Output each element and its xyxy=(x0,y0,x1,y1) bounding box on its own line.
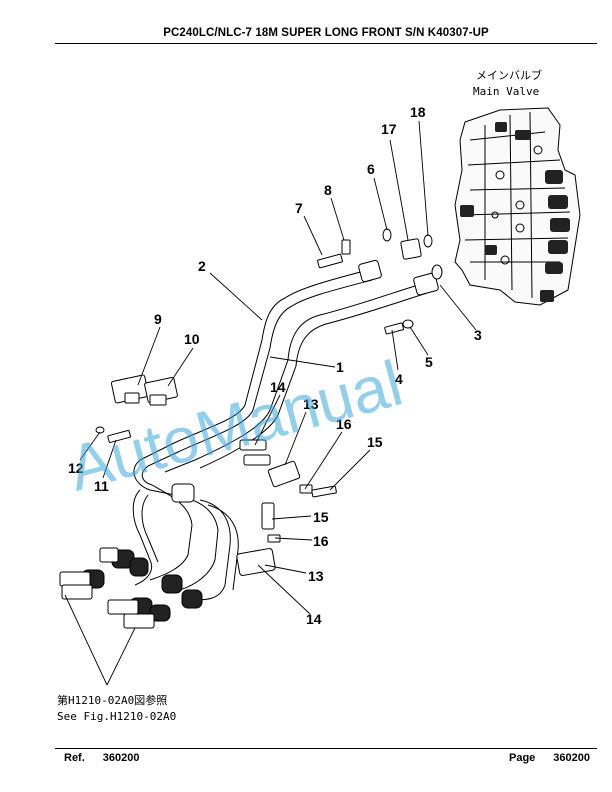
watermark: AutoManual xyxy=(61,347,410,505)
diagram-text: メインバルブ Main Valve 第H1210-02A0図参照 See Fig… xyxy=(57,68,542,723)
callout-15-upper: 15 xyxy=(367,434,383,450)
callout-9: 9 xyxy=(154,311,162,327)
ref-number: 360200 xyxy=(102,752,140,764)
header-divider xyxy=(55,43,597,44)
page-title: PC240LC/NLC-7 18M SUPER LONG FRONT S/N K… xyxy=(163,27,489,39)
callout-16-lower: 16 xyxy=(313,533,329,549)
callout-10: 10 xyxy=(184,331,200,347)
callout-14-lower: 14 xyxy=(306,611,322,627)
page-number: 360200 xyxy=(553,752,590,764)
leader-lines xyxy=(64,120,477,686)
callout-2: 2 xyxy=(198,258,206,274)
callout-15-lower: 15 xyxy=(313,509,329,525)
main-valve-label-en: Main Valve xyxy=(473,85,539,98)
callout-14-upper: 14 xyxy=(270,379,286,395)
ref-label: Ref. xyxy=(64,752,85,764)
callout-7: 7 xyxy=(295,200,303,216)
callout-18: 18 xyxy=(410,104,426,120)
callout-1: 1 xyxy=(336,359,344,375)
callout-12: 12 xyxy=(68,460,84,476)
callout-17: 17 xyxy=(381,121,397,137)
callout-6: 6 xyxy=(367,161,375,177)
callout-11: 11 xyxy=(94,478,109,494)
footer-divider xyxy=(55,748,597,749)
callout-13-lower: 13 xyxy=(308,568,324,584)
page-label: Page xyxy=(508,752,536,764)
callout-8: 8 xyxy=(324,182,332,198)
fittings xyxy=(59,228,443,629)
main-valve-illustration xyxy=(454,107,581,306)
footer-ref: Ref. 360200 xyxy=(64,752,140,764)
footer-page: Page 360200 xyxy=(509,752,590,764)
callout-numbers: 1 2 3 4 5 6 7 8 9 10 11 12 13 13 14 14 1… xyxy=(68,104,482,627)
callout-3: 3 xyxy=(474,327,482,343)
see-fig-label-jp: 第H1210-02A0図参照 xyxy=(57,693,167,707)
main-valve-label-jp: メインバルブ xyxy=(476,68,542,82)
see-fig-label-en: See Fig.H1210-02A0 xyxy=(57,710,176,723)
callout-5: 5 xyxy=(425,354,433,370)
callout-16-upper: 16 xyxy=(336,416,352,432)
callout-13-upper: 13 xyxy=(303,396,319,412)
callout-4: 4 xyxy=(395,371,403,387)
